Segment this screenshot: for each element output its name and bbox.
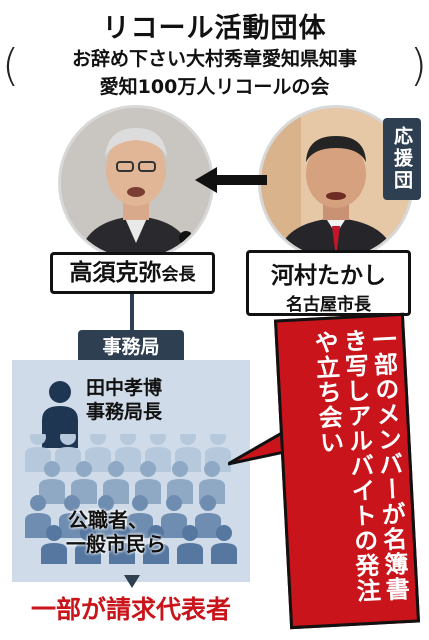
connector-line bbox=[130, 294, 134, 332]
crowd-label-line-1: 公職者、 bbox=[68, 508, 148, 532]
secretariat-head-title: 事務局長 bbox=[86, 401, 163, 423]
down-arrow-icon bbox=[124, 575, 140, 588]
secretariat-tag: 事務局 bbox=[78, 330, 184, 364]
subtitle-line-2: 愛知100万人リコールの会 bbox=[99, 76, 330, 98]
mayor-name: 河村たかし bbox=[271, 263, 386, 289]
support-group-tag: 応援団 bbox=[383, 118, 421, 200]
callout-box: 一部のメンバーが名簿書き写しアルバイトの発注や立ち会い bbox=[273, 312, 421, 630]
leader-title: 会長 bbox=[161, 265, 196, 285]
leader-photo bbox=[58, 105, 214, 261]
diagram-title: リコール活動団体 bbox=[102, 13, 327, 44]
crowd-label-line-2: 一般市民ら bbox=[66, 532, 166, 556]
subtitle-line-1: お辞め下さい大村秀章愛知県知事 bbox=[71, 48, 357, 70]
support-arrow bbox=[195, 167, 267, 193]
mayor-title: 名古屋市長 bbox=[286, 295, 371, 315]
mayor-portrait-icon bbox=[261, 108, 411, 258]
representatives-label: 一部が請求代表者 bbox=[30, 595, 231, 624]
subtitle: ( お辞め下さい大村秀章愛知県知事 愛知100万人リコールの会 ) bbox=[0, 40, 429, 100]
leader-name-box: 高須克弥会長 bbox=[50, 252, 215, 294]
leader-name: 高須克弥 bbox=[69, 260, 162, 286]
subtitle-close-paren: ) bbox=[409, 40, 427, 91]
leader-portrait-icon bbox=[61, 108, 211, 258]
mayor-name-box: 河村たかし 名古屋市長 bbox=[246, 250, 411, 316]
secretariat-head-name: 田中孝博 bbox=[86, 377, 163, 399]
callout-pointer bbox=[228, 424, 294, 466]
subtitle-open-paren: ( bbox=[2, 40, 20, 91]
